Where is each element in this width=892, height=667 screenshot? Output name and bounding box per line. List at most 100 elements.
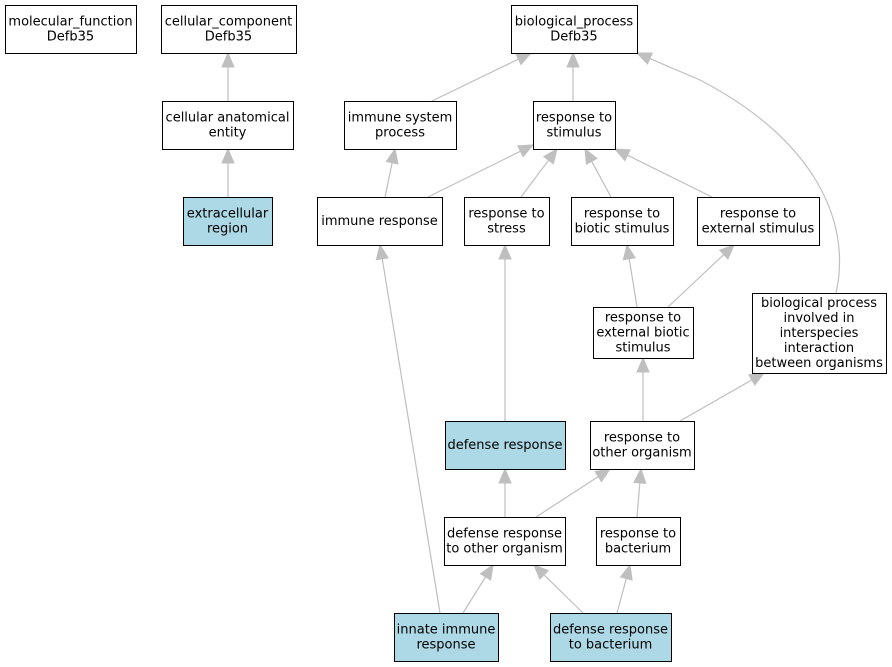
node-label-line: immune system (348, 111, 453, 126)
node-box (183, 197, 273, 246)
edge-rebs-to-res (667, 244, 735, 308)
nodes-layer: molecular_functionDefb35cellular_compone… (5, 5, 887, 662)
node-box (317, 197, 443, 246)
arrow-head-icon (221, 51, 235, 68)
arrow-head-icon (748, 372, 766, 387)
node-label-line: response to (605, 311, 681, 326)
node-label-line: response (416, 638, 475, 653)
edge-roo-to-bpii (679, 372, 766, 422)
node-label-line: external biotic (596, 326, 689, 341)
node-label-line: stress (487, 222, 526, 237)
go-term-node-dr[interactable]: defense response (445, 421, 566, 470)
edges-layer (221, 51, 841, 614)
edge-line (535, 476, 599, 518)
arrow-head-icon (566, 51, 580, 68)
node-box (571, 197, 674, 246)
node-label-line: innate immune (397, 623, 496, 638)
edge-ir-to-isp (384, 147, 399, 198)
arrow-head-icon (498, 467, 512, 484)
arrow-head-icon (479, 563, 494, 581)
edge-line (520, 159, 550, 198)
edge-line (679, 379, 753, 422)
edge-dr-to-rst (498, 243, 512, 421)
arrow-head-icon (542, 147, 558, 165)
node-label-line: stimulus (546, 126, 601, 141)
edge-res-to-rs (613, 148, 713, 198)
node-label-line: response to (468, 207, 544, 222)
node-label-line: process (375, 126, 425, 141)
node-box (161, 5, 297, 54)
node-box (162, 101, 294, 150)
node-label-line: Defb35 (47, 30, 94, 45)
edge-droo-to-dr (498, 467, 512, 517)
arrow-head-icon (533, 564, 550, 580)
node-box (596, 517, 681, 566)
edge-rb-to-roo (633, 467, 647, 518)
edge-droo-to-roo (535, 468, 612, 518)
edge-line (616, 578, 627, 614)
node-box (590, 421, 695, 470)
edge-line (649, 57, 841, 294)
node-label-line: interspecies (780, 326, 859, 341)
node-label-line: immune response (321, 214, 438, 229)
node-label-line: to other organism (446, 542, 563, 557)
node-label-line: biological process (761, 296, 877, 311)
node-label-line: molecular_function (8, 15, 132, 30)
node-label-line: biological_process (515, 15, 634, 30)
edge-roo-to-rebs (636, 356, 650, 421)
edge-line (667, 254, 725, 308)
node-label-line: defense response (447, 438, 562, 453)
node-box (394, 613, 499, 662)
edge-iir-to-ir (375, 243, 441, 614)
edge-rebs-to-rbs (622, 243, 638, 308)
node-label-line: biotic stimulus (575, 222, 670, 237)
node-label-line: defense response (553, 623, 668, 638)
arrow-head-icon (635, 52, 653, 65)
edge-line (543, 574, 584, 614)
edge-iir-to-droo (462, 563, 494, 614)
edge-rbs-to-rs (584, 147, 612, 198)
edge-line (462, 576, 487, 614)
arrow-head-icon (718, 244, 735, 260)
go-term-node-ir[interactable]: immune response (317, 197, 443, 246)
node-label-line: Defb35 (550, 30, 597, 45)
node-box (445, 421, 566, 470)
edge-bpii-to-bp (635, 52, 841, 294)
node-label-line: bacterium (605, 542, 671, 557)
arrow-head-icon (584, 147, 598, 165)
arrow-head-icon (385, 147, 399, 165)
edge-line (427, 150, 521, 198)
edge-isp-to-bp (431, 52, 533, 102)
edge-drb-to-rb (616, 563, 633, 614)
arrow-head-icon (622, 243, 636, 261)
node-box (752, 293, 887, 374)
edge-line (381, 258, 441, 614)
node-label-line: response to (600, 527, 676, 542)
edge-line (431, 58, 519, 102)
arrow-head-icon (594, 468, 612, 483)
edge-rs-to-bp (566, 51, 580, 101)
node-box (344, 101, 457, 150)
arrow-head-icon (515, 52, 533, 66)
arrow-head-icon (619, 563, 633, 581)
node-label-line: interaction (784, 341, 854, 356)
node-box (444, 517, 566, 566)
edge-line (627, 154, 713, 198)
